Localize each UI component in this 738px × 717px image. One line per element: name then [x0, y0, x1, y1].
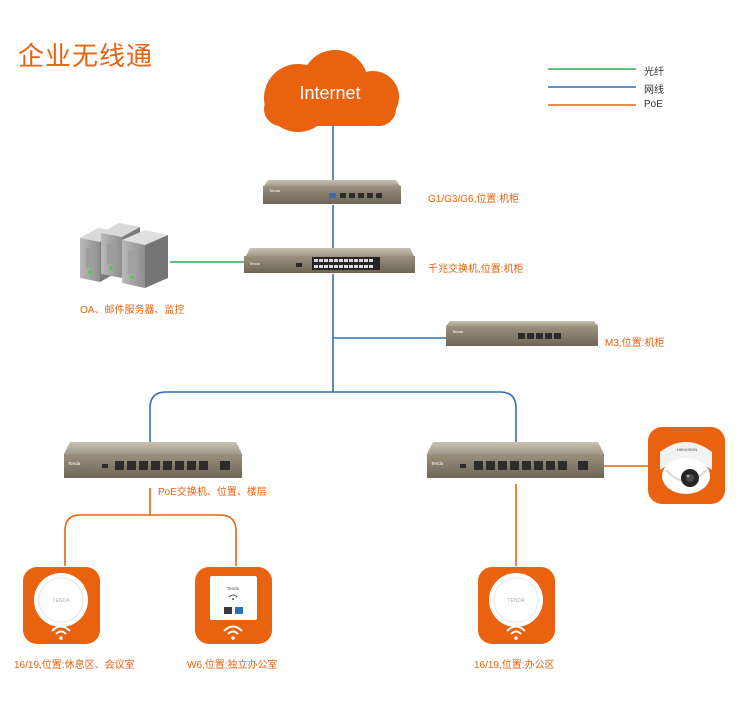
ap-wall-tile: Tenda [195, 567, 272, 644]
poe-switch-right-device: Tenda [427, 442, 604, 478]
core-switch-device: Tenda [244, 248, 415, 273]
ap-left-brand: TENDA [53, 598, 71, 604]
page-title: 企业无线通 [18, 41, 154, 71]
ethernet-links [149, 126, 517, 442]
router-device: Tenda [263, 180, 401, 204]
legend [548, 68, 636, 106]
ac-controller-brand: Tenda [452, 329, 464, 334]
ap-right-brand: TENDA [508, 598, 526, 604]
ap-wall-brand: Tenda [227, 586, 240, 591]
ac-controller-label: M3,位置:机柜 [605, 338, 665, 349]
servers-label: OA、邮件服务器、监控 [80, 305, 185, 316]
internet-cloud: Internet [264, 50, 399, 132]
ap-left-label: 16/19,位置:休息区、会议室 [14, 660, 135, 671]
poe-switch-right-brand: Tenda [431, 461, 444, 466]
camera-tile: HIKVISION [648, 427, 725, 504]
link-poe-left-aps [64, 488, 237, 566]
ap-wall-label: W6,位置:独立办公室 [187, 660, 278, 671]
ac-controller-device: Tenda [446, 321, 598, 346]
poe-switch-left-brand: Tenda [68, 461, 81, 466]
wifi-icon [51, 625, 71, 640]
poe-switch-left-device: Tenda [64, 442, 242, 478]
router-label: G1/G3/G6,位置:机柜 [428, 194, 520, 205]
ap-left-tile: TENDA [23, 567, 100, 644]
legend-label-ethernet: 网线 [644, 85, 664, 96]
core-switch-label: 千兆交换机,位置:机柜 [428, 264, 524, 275]
wifi-icon [506, 625, 526, 640]
wifi-icon [223, 625, 243, 640]
server-unit [122, 230, 168, 288]
ap-right-label: 16/19,位置:办公区 [474, 660, 555, 671]
link-trunk-left-poe [149, 391, 333, 442]
poe-links [64, 465, 648, 566]
cloud-label: Internet [299, 83, 360, 103]
core-switch-brand: Tenda [249, 261, 261, 266]
poe-switch-left-label: PoE交换机、位置、楼层 [158, 487, 267, 498]
ap-right-tile: TENDA [478, 567, 555, 644]
servers-icon [80, 223, 168, 288]
camera-brand: HIKVISION [677, 447, 697, 452]
router-brand: Tenda [269, 188, 281, 193]
link-trunk-right-poe [333, 391, 517, 442]
legend-label-fiber: 光纤 [644, 67, 664, 78]
legend-label-poe: PoE [644, 99, 663, 110]
